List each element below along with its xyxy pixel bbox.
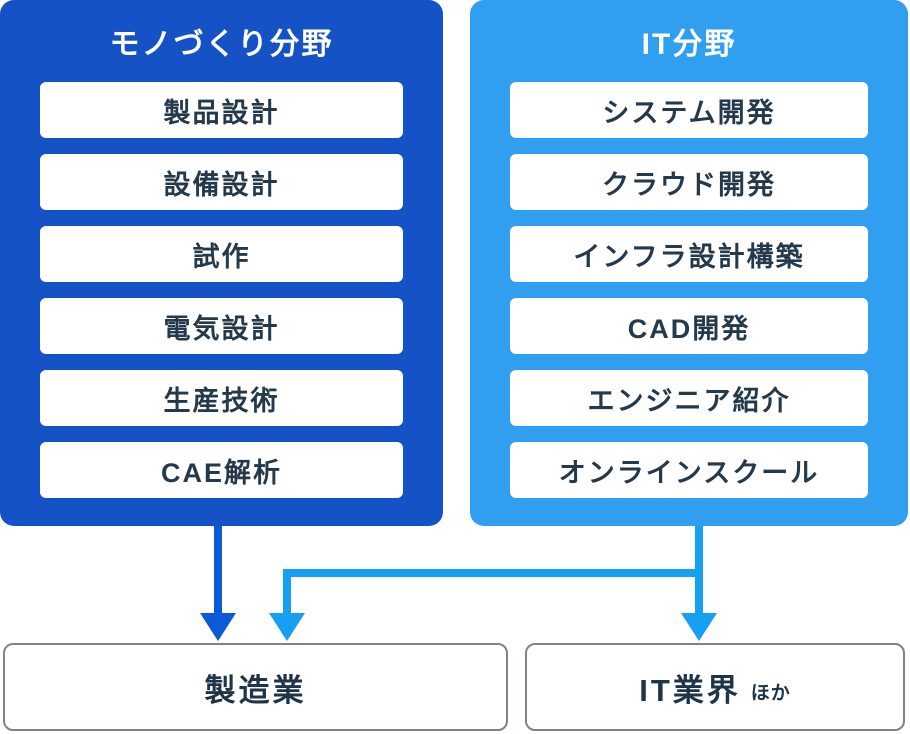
panel-it-title: IT分野 <box>641 28 737 61</box>
panel-it-items: システム開発 クラウド開発 インフラ設計構築 CAD開発 エンジニア紹介 オンラ… <box>470 82 908 498</box>
panel-monozukuri: モノづくり分野 製品設計 設備設計 試作 電気設計 生産技術 CAE解析 <box>0 0 443 526</box>
arrowhead-it-to-manufacturing <box>269 613 305 641</box>
panel-monozukuri-items: 製品設計 設備設計 試作 電気設計 生産技術 CAE解析 <box>0 82 443 498</box>
arrowhead-monozukuri-to-manufacturing <box>200 613 236 641</box>
destination-manufacturing-label: 製造業 <box>204 672 307 708</box>
arrowhead-it-to-it-industry <box>681 613 717 641</box>
arrow-line-it-branch-down <box>283 569 291 614</box>
destination-it-industry-label: IT業界 <box>639 672 741 708</box>
destination-manufacturing: 製造業 <box>3 643 508 731</box>
destination-it-industry-suffix: ほか <box>750 682 791 704</box>
category-item-cae-analysis: CAE解析 <box>40 442 403 498</box>
destination-it-industry: IT業界 ほか <box>525 643 905 731</box>
arrow-line-monozukuri-down <box>214 526 222 614</box>
category-item-infra-design: インフラ設計構築 <box>510 226 868 282</box>
category-item-engineer-intro: エンジニア紹介 <box>510 370 868 426</box>
category-item-system-dev: システム開発 <box>510 82 868 138</box>
category-item-cad-dev: CAD開発 <box>510 298 868 354</box>
panel-it: IT分野 システム開発 クラウド開発 インフラ設計構築 CAD開発 エンジニア紹… <box>470 0 908 526</box>
category-item-prototyping: 試作 <box>40 226 403 282</box>
category-item-product-design: 製品設計 <box>40 82 403 138</box>
category-item-production-tech: 生産技術 <box>40 370 403 426</box>
arrow-line-it-branch-horizontal <box>283 569 703 577</box>
category-item-online-school: オンラインスクール <box>510 442 868 498</box>
category-item-equipment-design: 設備設計 <box>40 154 403 210</box>
category-item-cloud-dev: クラウド開発 <box>510 154 868 210</box>
panel-monozukuri-title: モノづくり分野 <box>109 28 334 61</box>
category-item-electrical-design: 電気設計 <box>40 298 403 354</box>
